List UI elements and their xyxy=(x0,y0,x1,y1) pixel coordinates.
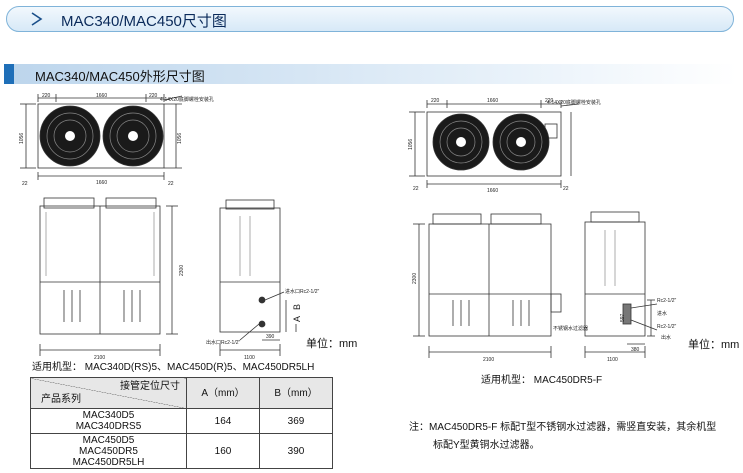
dim-label: 380 xyxy=(631,347,640,353)
dim-label-b: B xyxy=(292,304,302,310)
dim-label: 1056 xyxy=(408,139,414,150)
footnote-line: 注：MAC450DR5-F 标配T型不锈钢水过滤器，需竖直安装，其余机型 xyxy=(409,422,717,433)
table-row: MAC340D5 MAC340DRS5 164 369 xyxy=(30,408,333,434)
section-title: MAC340/MAC450外形尺寸图 xyxy=(35,69,205,84)
model-name: MAC450DR5LH xyxy=(72,456,145,468)
table-corner-cell: 接管定位尺寸 产品系列 xyxy=(30,377,187,409)
corner-top-label: 接管定位尺寸 xyxy=(120,381,180,392)
model-name: MAC340DRS5 xyxy=(75,421,142,432)
right-unit: 单位：mm xyxy=(688,339,740,351)
table-cell-models: MAC450D5 MAC450DR5 MAC450DR5LH xyxy=(30,433,187,469)
water-filter xyxy=(622,303,632,325)
water-inlet-port xyxy=(258,320,266,328)
dim-label: 1100 xyxy=(607,357,618,363)
chevron-right-icon xyxy=(31,12,43,26)
port-label-in: 进水 xyxy=(657,310,667,317)
right-top-view-frame xyxy=(426,111,562,177)
port-label-rc-a: Rc2-1/2" xyxy=(657,298,677,304)
dim-label: 2100 xyxy=(483,357,494,363)
right-drawings: 220 1660 220 22 1660 22 4-14X20底脚螺栓安装孔 2… xyxy=(408,98,677,363)
dim-label: 22 xyxy=(563,186,569,192)
table-cell-a: 160 xyxy=(186,433,260,469)
pipe-position-table: 接管定位尺寸 产品系列 A（mm） B（mm） MAC340D5 MAC340D… xyxy=(30,377,333,469)
port-label-inlet: 出水口Rc2-1/2" xyxy=(206,339,241,346)
dim-label: 1660 xyxy=(487,188,498,194)
dim-label: 390 xyxy=(266,334,275,340)
model-name: MAC340D5 xyxy=(82,410,135,421)
page-title: MAC340/MAC450尺寸图 xyxy=(61,13,227,30)
dim-label: 22 xyxy=(168,181,174,187)
footnote: 注：MAC450DR5-F 标配T型不锈钢水过滤器，需竖直安装，其余机型 标配Y… xyxy=(409,419,716,455)
hole-note: 4-14X20底脚螺栓安装孔 xyxy=(547,99,601,106)
port-label-out: 出水 xyxy=(661,334,671,341)
left-applicable-models: 适用机型： MAC340D(RS)5、MAC450D(R)5、MAC450DR5… xyxy=(32,362,315,373)
table-header-cell: A（mm） xyxy=(186,377,260,409)
water-outlet-port xyxy=(258,296,266,304)
left-top-view-frame xyxy=(37,103,165,169)
left-drawings: 220 1660 220 22 1660 22 4-14X20底脚螺栓安装孔 2… xyxy=(19,93,320,361)
dim-label: 1056 xyxy=(19,133,25,144)
model-name: MAC450D5 xyxy=(82,434,135,446)
section-bar xyxy=(4,64,737,84)
dim-label: 1056 xyxy=(177,133,183,144)
dim-label: 2300 xyxy=(412,273,418,284)
dim-label: 2300 xyxy=(179,265,185,276)
dim-label: 220 xyxy=(42,93,51,99)
dim-label: 22 xyxy=(413,186,419,192)
filter-label: 不锈钢水过滤器 xyxy=(553,325,588,332)
corner-bottom-label: 产品系列 xyxy=(41,394,81,405)
dim-label: 1100 xyxy=(244,355,255,361)
table-cell-b: 369 xyxy=(259,408,333,434)
table-cell-b: 390 xyxy=(259,433,333,469)
dim-label: 597 xyxy=(620,313,626,322)
table-row: MAC450D5 MAC450DR5 MAC450DR5LH 160 390 xyxy=(30,433,333,469)
right-front-view-frame xyxy=(428,223,552,337)
dim-label: 220 xyxy=(545,98,554,104)
model-name: MAC450DR5 xyxy=(79,445,138,457)
dim-label: 220 xyxy=(149,93,158,99)
left-unit: 单位：mm xyxy=(306,338,358,350)
right-applicable-models: 适用机型： MAC450DR5-F xyxy=(481,375,603,386)
table-header-row: 接管定位尺寸 产品系列 A（mm） B（mm） xyxy=(30,377,333,409)
dim-label: 1660 xyxy=(96,180,107,186)
dim-label: 1660 xyxy=(96,93,107,99)
hole-note: 4-14X20底脚螺栓安装孔 xyxy=(160,96,214,103)
section-marker xyxy=(4,64,14,84)
footnote-line: 标配Y型黄铜水过滤器。 xyxy=(433,440,540,451)
page-header-bar: MAC340/MAC450尺寸图 xyxy=(6,6,734,32)
table-header-cell: B（mm） xyxy=(259,377,333,409)
dim-label: 220 xyxy=(431,98,440,104)
dim-label: 22 xyxy=(22,181,28,187)
dim-label: 1660 xyxy=(487,98,498,104)
dim-label: 2100 xyxy=(94,355,105,361)
dim-label-a: A xyxy=(292,316,302,322)
table-cell-models: MAC340D5 MAC340DRS5 xyxy=(30,408,187,434)
port-label-rc-b: Rc2-1/2" xyxy=(657,324,677,330)
table-cell-a: 164 xyxy=(186,408,260,434)
port-label-outlet: 进水口Rc2-1/2" xyxy=(285,288,320,295)
